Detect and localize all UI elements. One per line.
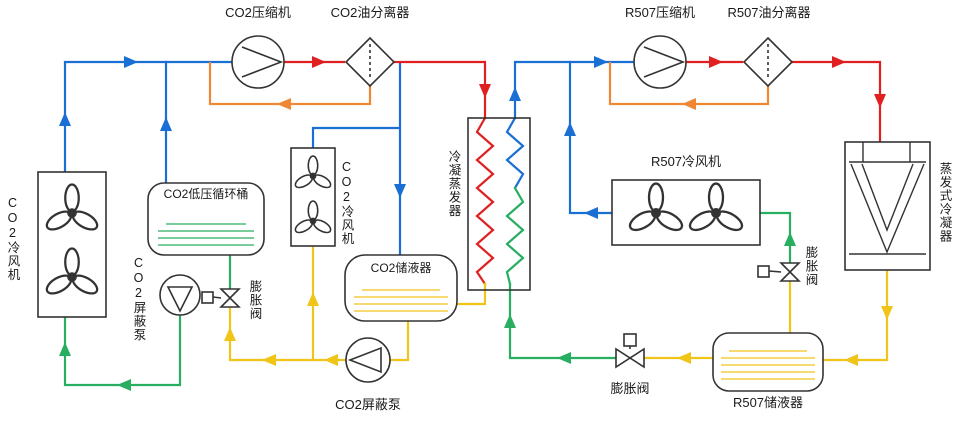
r507-receiver-vessel [712,332,824,392]
evaporative-condenser-box [844,141,931,271]
co2-receiver-vessel [344,254,458,322]
label-co2-receiver: CO2储液器 [370,261,432,275]
label-co2-air-cooler-left: CO2冷风机 [5,196,20,282]
pipe-r507-discharge [684,60,882,144]
co2-expansion-valve-symbol [201,288,241,308]
r507-main-expansion-valve-symbol [615,333,645,369]
label-evaporative-condenser: 蒸发式冷凝器 [937,162,952,243]
label-r507-cooler-expansion-valve: 膨胀阀 [803,246,818,287]
label-r507-receiver: R507储液器 [732,395,804,410]
label-co2-expansion-valve: 膨胀阀 [247,280,262,321]
label-r507-compressor: R507压缩机 [624,5,696,20]
r507-oil-separator-symbol [742,36,794,88]
co2-canned-pump-top-symbol [159,274,201,316]
co2-air-cooler-left-box [37,171,107,318]
label-co2-lp-circulation-barrel: CO2低压循环桶 [163,187,249,201]
r507-air-cooler-box [611,179,761,246]
label-r507-oil-separator: R507油分离器 [727,5,811,20]
label-cascade-condenser-evaporator: 冷凝蒸发器 [446,150,461,218]
co2-lp-circulation-barrel [147,182,265,256]
label-co2-compressor: CO2压缩机 [225,5,291,20]
label-r507-main-expansion-valve: 膨胀阀 [610,381,650,396]
label-co2-canned-pump-bottom: CO2屏蔽泵 [335,397,401,412]
label-r507-air-cooler: R507冷风机 [650,154,722,169]
pipe-r507-oil-return [608,61,770,106]
flow-arrows [59,56,893,391]
pipe-co2-suction [63,60,402,257]
pipe-r507-liquid-feed [505,186,792,360]
label-co2-air-cooler-mid: CO2冷风机 [339,160,354,246]
label-co2-oil-separator: CO2油分离器 [330,5,410,20]
r507-compressor-symbol [633,35,687,89]
co2-canned-pump-bottom-symbol [345,337,391,383]
co2-oil-separator-symbol [344,36,396,88]
co2-compressor-symbol [231,35,285,89]
cascade-condenser-evaporator-box [467,117,531,291]
co2-air-cooler-mid-box [290,147,336,247]
label-co2-canned-pump-top: CO2屏蔽泵 [131,256,146,342]
r507-cooler-expansion-valve-symbol [757,262,801,282]
